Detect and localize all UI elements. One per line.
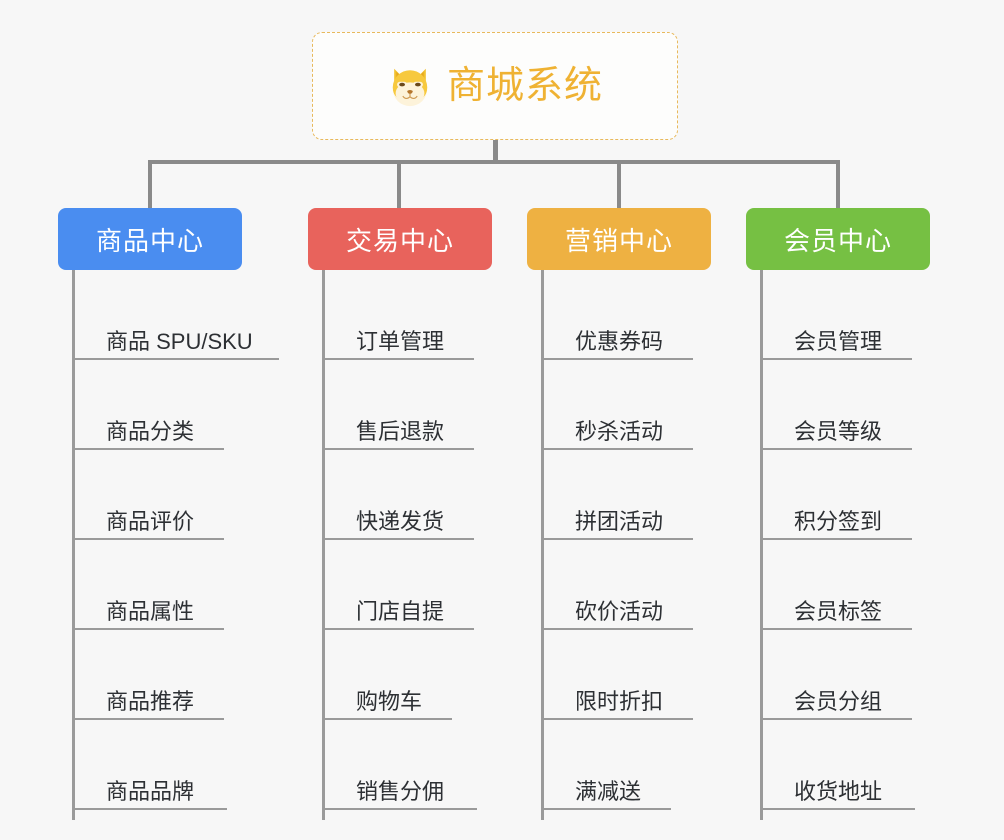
leaf-item[interactable]: 会员分组 xyxy=(760,630,912,720)
leaf-item[interactable]: 购物车 xyxy=(322,630,452,720)
leaf-item-label: 快递发货 xyxy=(356,508,445,534)
leaf-item-label: 商品评价 xyxy=(106,508,195,534)
leaf-item-label: 会员等级 xyxy=(794,418,883,444)
connector-drop-marketing xyxy=(617,160,621,210)
leaf-item[interactable]: 拼团活动 xyxy=(541,450,693,540)
leaf-item[interactable]: 收货地址 xyxy=(760,720,915,810)
category-label: 营销中心 xyxy=(564,225,673,256)
leaf-item-label: 门店自提 xyxy=(356,598,445,624)
leaf-item[interactable]: 砍价活动 xyxy=(541,540,693,630)
leaf-item-label: 商品属性 xyxy=(106,598,195,624)
leaf-item[interactable]: 订单管理 xyxy=(322,270,474,360)
leaf-item[interactable]: 商品属性 xyxy=(72,540,224,630)
leaf-item[interactable]: 快递发货 xyxy=(322,450,474,540)
leaf-item[interactable]: 门店自提 xyxy=(322,540,474,630)
leaf-item[interactable]: 优惠券码 xyxy=(541,270,693,360)
leaf-item-label: 砍价活动 xyxy=(575,598,664,624)
category-box-marketing-center[interactable]: 营销中心 xyxy=(527,208,711,270)
category-label: 商品中心 xyxy=(95,225,204,256)
leaf-item[interactable]: 会员标签 xyxy=(760,540,912,630)
leaf-item[interactable]: 会员等级 xyxy=(760,360,912,450)
leaf-item[interactable]: 积分签到 xyxy=(760,450,912,540)
category-box-member-center[interactable]: 会员中心 xyxy=(746,208,930,270)
category-box-trade-center[interactable]: 交易中心 xyxy=(308,208,492,270)
leaf-item-label: 会员管理 xyxy=(794,328,883,354)
leaf-item-label: 商品品牌 xyxy=(106,778,195,804)
leaf-item-label: 满减送 xyxy=(575,778,642,804)
connector-drop-trade xyxy=(397,160,401,210)
connector-root-stub xyxy=(493,140,498,162)
root-node-mall-system[interactable]: 商城系统 xyxy=(312,32,678,140)
leaf-item-label: 售后退款 xyxy=(356,418,445,444)
leaf-item[interactable]: 商品 SPU/SKU xyxy=(72,270,279,360)
leaf-item-label: 会员标签 xyxy=(794,598,883,624)
leaf-item[interactable]: 秒杀活动 xyxy=(541,360,693,450)
leaf-item-label: 销售分佣 xyxy=(356,778,445,804)
leaf-item-label: 限时折扣 xyxy=(575,688,664,714)
column-spine-marketing-center xyxy=(541,270,544,820)
leaf-item-label: 订单管理 xyxy=(356,328,445,354)
category-label: 交易中心 xyxy=(345,225,454,256)
column-spine-member-center xyxy=(760,270,763,820)
leaf-item-label: 商品分类 xyxy=(106,418,195,444)
connector-drop-member xyxy=(836,160,840,210)
category-box-product-center[interactable]: 商品中心 xyxy=(58,208,242,270)
column-spine-product-center xyxy=(72,270,75,820)
leaf-item-label: 秒杀活动 xyxy=(575,418,664,444)
leaf-item-label: 收货地址 xyxy=(794,778,883,804)
leaf-item[interactable]: 商品推荐 xyxy=(72,630,224,720)
leaf-item-label: 会员分组 xyxy=(794,688,883,714)
leaf-item[interactable]: 满减送 xyxy=(541,720,671,810)
leaf-item[interactable]: 售后退款 xyxy=(322,360,474,450)
leaf-item-label: 购物车 xyxy=(356,688,423,714)
leaf-item[interactable]: 商品品牌 xyxy=(72,720,227,810)
root-title: 商城系统 xyxy=(446,65,603,107)
connector-horizontal-bus xyxy=(150,160,840,164)
leaf-item[interactable]: 商品评价 xyxy=(72,450,224,540)
leaf-item[interactable]: 限时折扣 xyxy=(541,630,693,720)
leaf-item[interactable]: 销售分佣 xyxy=(322,720,477,810)
leaf-item-label: 商品 SPU/SKU xyxy=(106,328,253,354)
connector-drop-product xyxy=(148,160,152,210)
leaf-item-label: 商品推荐 xyxy=(106,688,195,714)
leaf-item[interactable]: 商品分类 xyxy=(72,360,224,450)
shiba-dog-icon xyxy=(387,63,433,109)
leaf-item[interactable]: 会员管理 xyxy=(760,270,912,360)
leaf-item-label: 优惠券码 xyxy=(575,328,664,354)
category-label: 会员中心 xyxy=(783,225,892,256)
column-spine-trade-center xyxy=(322,270,325,820)
leaf-item-label: 积分签到 xyxy=(794,508,883,534)
leaf-item-label: 拼团活动 xyxy=(575,508,664,534)
